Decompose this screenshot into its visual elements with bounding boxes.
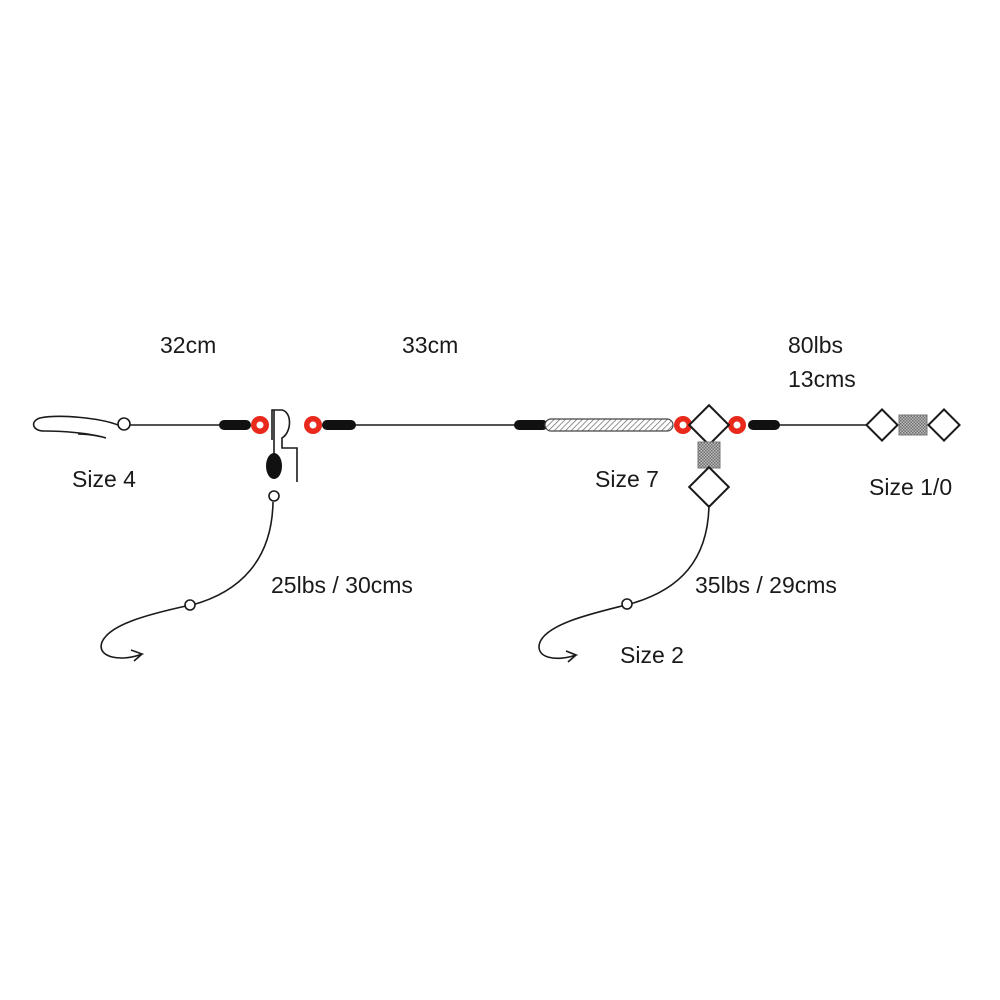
swivel-size-label: Size 7 — [595, 466, 659, 492]
fish-hook-icon — [538, 605, 623, 663]
dropper-line-1 — [191, 501, 274, 606]
red-bead-icon — [728, 416, 746, 434]
black-sleeve-icon — [748, 420, 780, 430]
main-line-length-label: 33cm — [402, 332, 459, 358]
leader-strength-label: 80lbs — [788, 332, 843, 358]
dropper-1-label: 25lbs / 30cms — [271, 572, 413, 598]
red-bead-icon — [304, 416, 322, 434]
dropper-ring-icon — [268, 490, 280, 502]
end-swivel-icon — [865, 408, 961, 442]
black-sleeve-icon — [322, 420, 356, 430]
dropper-2-label: 35lbs / 29cms — [695, 572, 837, 598]
end-swivel-size-label: Size 1/0 — [869, 474, 953, 500]
hook-size-label: Size 2 — [620, 642, 684, 668]
black-sleeve-icon — [219, 420, 251, 430]
black-sleeve-icon — [266, 453, 282, 479]
dropper-line-2 — [629, 504, 710, 605]
three-way-swivel-icon — [687, 403, 731, 509]
snap-size-label: Size 4 — [72, 466, 136, 492]
main-line-length-label: 32cm — [160, 332, 217, 358]
dropper-bead-icon — [184, 599, 196, 611]
red-bead-icon — [251, 416, 269, 434]
fish-hook-icon — [100, 605, 187, 662]
snap-link-icon — [32, 415, 131, 439]
red-bead-icon — [674, 416, 692, 434]
black-sleeve-icon — [514, 420, 548, 430]
dropper-bead-icon — [621, 598, 633, 610]
crimp-tube-icon — [544, 418, 674, 432]
leader-length-label: 13cms — [788, 366, 856, 392]
